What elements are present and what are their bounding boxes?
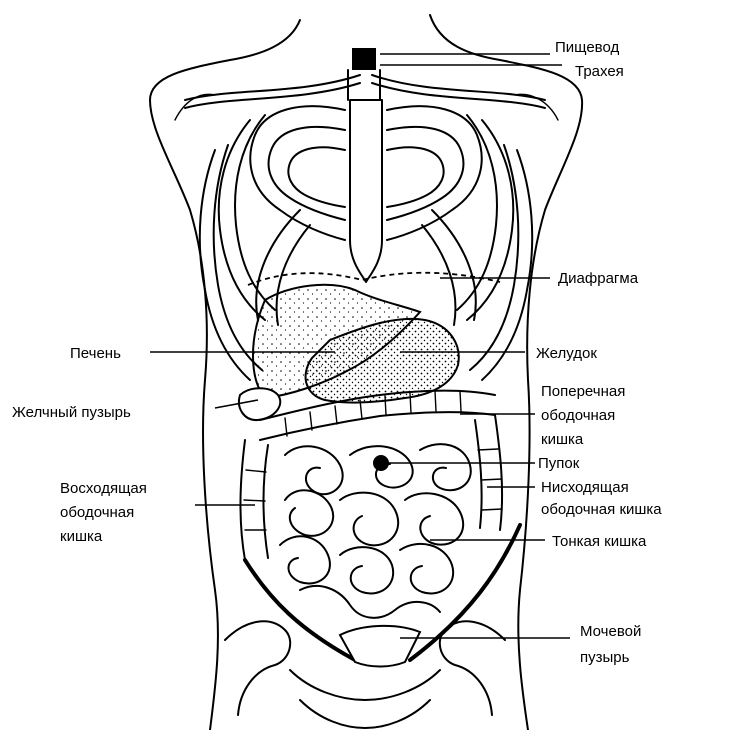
clavicles [185, 75, 545, 108]
label-stomach: Желудок [536, 345, 597, 362]
label-transverse-colon-2: ободочная [541, 407, 615, 424]
sternum [350, 100, 382, 282]
label-bladder-1: Мочевой [580, 623, 641, 640]
label-small-intestine: Тонкая кишка [552, 533, 647, 550]
small-intestine [280, 444, 471, 618]
ascending-colon [240, 440, 268, 560]
inguinal-line-left [245, 560, 355, 660]
descending-colon [475, 415, 502, 530]
label-liver: Печень [70, 345, 121, 362]
label-descending-colon-2: ободочная кишка [541, 501, 662, 518]
label-ascending-colon-1: Восходящая [60, 480, 147, 497]
gallbladder [239, 388, 280, 420]
label-ascending-colon-3: кишка [60, 528, 103, 545]
diaphragm [248, 273, 500, 285]
label-navel: Пупок [538, 455, 580, 472]
label-ascending-colon-2: ободочная [60, 504, 134, 521]
label-descending-colon-1: Нисходящая [541, 479, 629, 496]
label-bladder-2: пузырь [580, 649, 630, 666]
label-trachea: Трахея [575, 63, 624, 80]
label-esophagus: Пищевод [555, 39, 619, 56]
label-gallbladder: Желчный пузырь [12, 404, 131, 421]
label-diaphragm: Диафрагма [558, 270, 639, 287]
label-transverse-colon-1: Поперечная [541, 383, 625, 400]
label-transverse-colon-3: кишка [541, 431, 584, 448]
esophagus-trachea [348, 48, 380, 100]
